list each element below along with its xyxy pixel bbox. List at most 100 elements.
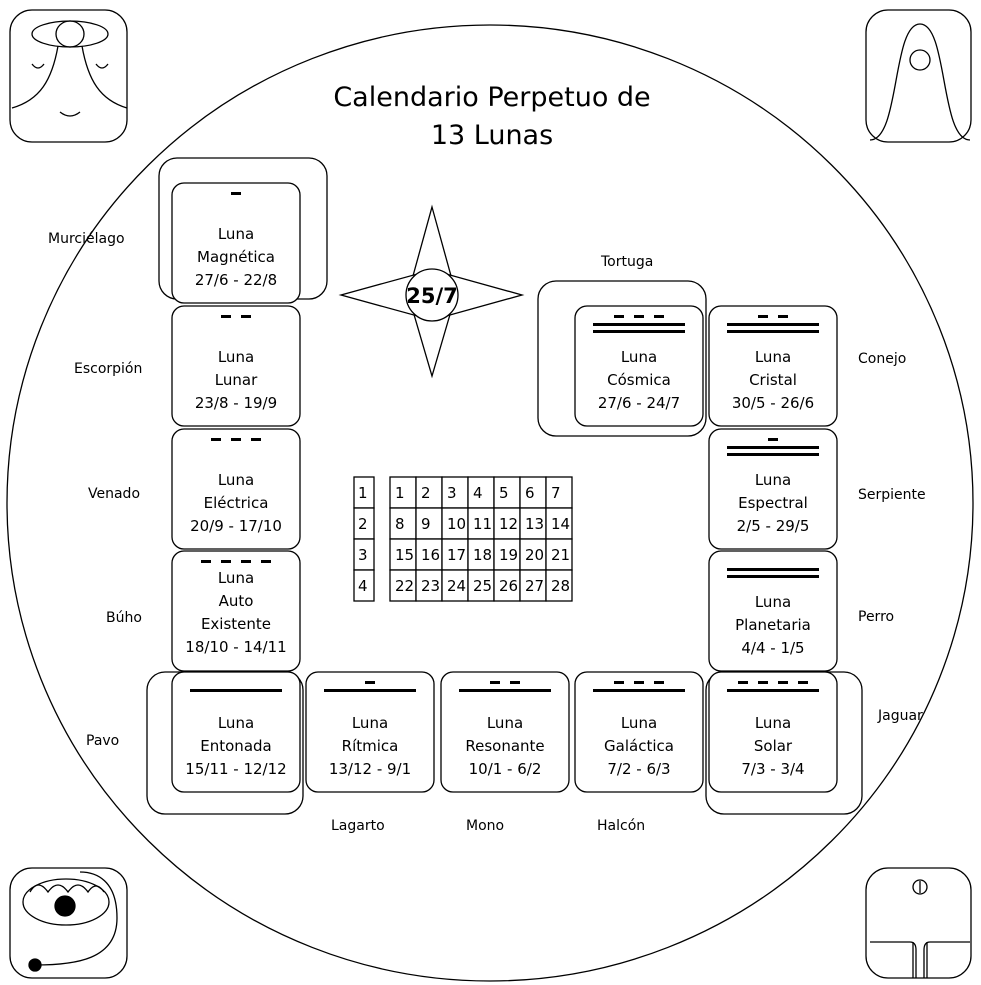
moon-dates: 4/4 - 1/5: [741, 639, 804, 657]
moon-box-border: [708, 550, 838, 672]
maya-numeral-icon: [593, 315, 685, 333]
maya-numeral-icon: [727, 315, 819, 333]
moon-dates: 2/5 - 29/5: [737, 517, 810, 535]
moon-name: Solar: [754, 737, 793, 755]
day-cell: [467, 476, 495, 509]
day-number: 15: [395, 546, 414, 564]
day-cell: [467, 538, 495, 571]
moon-name: Espectral: [738, 494, 808, 512]
moon-dates: 13/12 - 9/1: [329, 760, 411, 778]
day-number: 24: [447, 577, 466, 595]
moon-name: Existente: [201, 615, 271, 633]
numeral-bar: [593, 323, 685, 326]
numeral-bar: [727, 575, 819, 578]
totem-label: Venado: [88, 486, 140, 502]
maya-numeral-icon: [221, 315, 251, 318]
day-number: 11: [473, 515, 492, 533]
day-cell: [519, 569, 547, 602]
totem-label: Serpiente: [858, 487, 926, 503]
numeral-dot: [634, 681, 644, 684]
numeral-dot: [241, 560, 251, 563]
day-number: 8: [395, 515, 405, 533]
day-cell: [389, 569, 417, 602]
numeral-dot: [231, 192, 241, 195]
totem-label: Conejo: [858, 351, 906, 367]
numeral-dot: [231, 438, 241, 441]
moon-word: Luna: [352, 714, 388, 732]
numeral-dot: [778, 681, 788, 684]
numeral-bar: [727, 453, 819, 456]
numeral-dot: [634, 315, 644, 318]
moon-dates: 7/3 - 3/4: [741, 760, 804, 778]
numeral-dot: [251, 438, 261, 441]
moon-name: Rítmica: [342, 737, 399, 755]
moon-dates: 27/6 - 24/7: [598, 394, 680, 412]
day-cell: [493, 538, 521, 571]
totem-label: Perro: [858, 609, 894, 625]
title-line-2: 13 Lunas: [431, 120, 553, 151]
day-number: 18: [473, 546, 492, 564]
day-number: 6: [525, 484, 535, 502]
week-number: 2: [358, 515, 368, 533]
day-number: 4: [473, 484, 483, 502]
moon-box-border: [171, 182, 301, 304]
moon-name: Cósmica: [607, 371, 671, 389]
moon-name: Galáctica: [604, 737, 674, 755]
moon-dates: 20/9 - 17/10: [190, 517, 282, 535]
numeral-bar: [727, 330, 819, 333]
moon-word: Luna: [755, 714, 791, 732]
moon-name: Magnética: [197, 248, 275, 266]
moon-word: Luna: [755, 593, 791, 611]
day-number: 2: [421, 484, 431, 502]
day-number: 1: [395, 484, 405, 502]
day-number: 19: [499, 546, 518, 564]
week-number: 3: [358, 546, 368, 564]
moon-name: Resonante: [465, 737, 544, 755]
day-cell: [415, 569, 443, 602]
week-cell: [353, 569, 375, 602]
numeral-bar: [593, 689, 685, 692]
maya-numeral-icon: [201, 560, 271, 563]
numeral-bar: [190, 689, 282, 692]
day-number: 21: [551, 546, 570, 564]
day-cell: [545, 538, 573, 571]
moon-word: Luna: [621, 714, 657, 732]
moon-word: Luna: [218, 714, 254, 732]
numeral-dot: [654, 681, 664, 684]
maya-numeral-icon: [231, 192, 241, 195]
numeral-dot: [614, 315, 624, 318]
numeral-dot: [365, 681, 375, 684]
numeral-bar: [593, 330, 685, 333]
day-number: 5: [499, 484, 509, 502]
day-cell: [519, 538, 547, 571]
totem-labels: Murciélago Escorpión Venado Búho Pavo La…: [48, 231, 926, 834]
maya-numeral-icon: [324, 681, 416, 692]
moon-word: Luna: [621, 348, 657, 366]
moon-box-border: [708, 428, 838, 550]
moon-name: Auto: [219, 592, 254, 610]
corner-glyph-bottom-left-icon: [9, 867, 128, 979]
moon-word: Luna: [218, 569, 254, 587]
day-number: 16: [421, 546, 440, 564]
totem-label: Búho: [106, 610, 142, 626]
maya-numeral-icon: [727, 681, 819, 692]
numeral-dot: [738, 681, 748, 684]
totem-label: Halcón: [597, 818, 645, 834]
maya-numeral-icon: [211, 438, 261, 441]
title-line-1: Calendario Perpetuo de: [333, 82, 650, 113]
day-number: 3: [447, 484, 457, 502]
day-number: 12: [499, 515, 518, 533]
moon-name: Eléctrica: [204, 494, 269, 512]
numeral-dot: [798, 681, 808, 684]
day-number: 10: [447, 515, 466, 533]
numeral-dot: [614, 681, 624, 684]
moon-dates: 23/8 - 19/9: [195, 394, 277, 412]
